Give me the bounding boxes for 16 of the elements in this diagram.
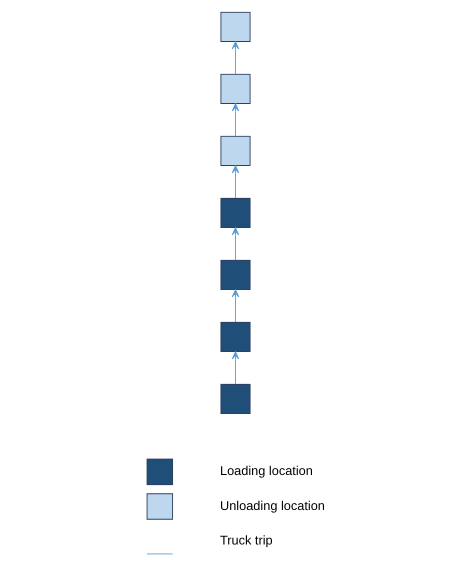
node-box	[220, 12, 251, 42]
arrow	[232, 351, 240, 384]
arrow	[232, 41, 240, 74]
node-box	[220, 322, 251, 352]
node-box	[220, 136, 251, 166]
arrow	[232, 165, 240, 198]
legend-label: Truck trip	[220, 532, 273, 548]
arrow	[232, 227, 240, 260]
arrow	[232, 289, 240, 322]
legend-label: Loading location	[220, 463, 313, 478]
node-box	[220, 384, 251, 414]
node-box	[220, 198, 251, 228]
legend-label: Unloading location	[220, 498, 325, 513]
node-box	[220, 74, 251, 104]
node-box	[220, 260, 251, 290]
arrow	[232, 103, 240, 136]
